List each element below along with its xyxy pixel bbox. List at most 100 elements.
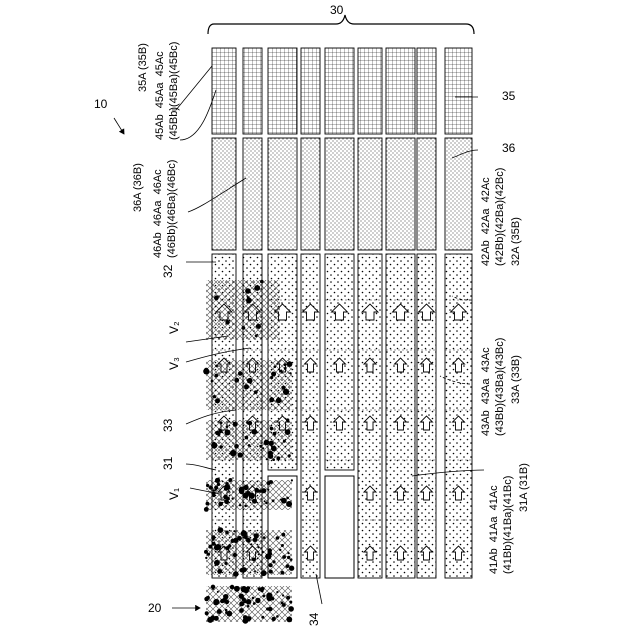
g42-c: 32A (35B) bbox=[510, 217, 522, 266]
particle bbox=[263, 536, 266, 539]
particle bbox=[259, 445, 262, 448]
particle bbox=[281, 571, 285, 575]
particle bbox=[223, 594, 228, 599]
particle bbox=[287, 361, 293, 367]
particle bbox=[283, 440, 286, 443]
particle bbox=[226, 425, 229, 428]
particle bbox=[253, 602, 256, 605]
particle bbox=[217, 569, 222, 574]
particle bbox=[268, 552, 272, 556]
particle bbox=[288, 454, 291, 457]
g41-c: 31A (31B) bbox=[518, 463, 530, 512]
particle bbox=[286, 617, 292, 623]
particle bbox=[238, 452, 243, 457]
g35-b: (45Bb)(45Ba)(45Bc) bbox=[168, 42, 180, 140]
particle bbox=[255, 598, 260, 603]
particle bbox=[282, 533, 286, 537]
particle bbox=[218, 527, 224, 533]
particle bbox=[265, 502, 267, 504]
particle bbox=[214, 601, 218, 605]
particle bbox=[214, 486, 218, 490]
particle bbox=[247, 378, 253, 384]
particle bbox=[269, 563, 273, 567]
particle bbox=[205, 611, 209, 615]
particle bbox=[246, 599, 252, 605]
mid-block-2 bbox=[268, 138, 297, 250]
particle bbox=[281, 544, 284, 547]
particle bbox=[287, 556, 290, 559]
particle bbox=[252, 597, 255, 600]
particle bbox=[253, 537, 258, 542]
particle bbox=[226, 611, 232, 617]
particle bbox=[282, 594, 284, 596]
particle bbox=[211, 442, 217, 448]
particle bbox=[272, 617, 276, 621]
particle bbox=[254, 570, 256, 572]
particle bbox=[258, 587, 262, 591]
top-block-1 bbox=[243, 48, 262, 134]
particle bbox=[282, 555, 286, 559]
particle bbox=[208, 545, 212, 549]
particle bbox=[246, 421, 249, 424]
particle bbox=[283, 389, 289, 395]
label-v3: V₃ bbox=[168, 357, 180, 370]
particle bbox=[276, 398, 282, 404]
ref-zone1: 31 bbox=[162, 457, 174, 470]
particle bbox=[239, 489, 244, 494]
particle bbox=[260, 280, 264, 284]
particle bbox=[254, 390, 258, 394]
particle bbox=[217, 433, 220, 436]
g41-a: 41Ab 41Aa 41Ac bbox=[488, 485, 500, 574]
particle bbox=[245, 436, 249, 440]
particle bbox=[282, 603, 286, 607]
leader-line bbox=[316, 574, 322, 604]
ref-mid-region: 36 bbox=[502, 142, 515, 154]
particle bbox=[242, 597, 246, 601]
particle bbox=[215, 365, 218, 368]
particle bbox=[233, 571, 239, 577]
particle bbox=[290, 558, 293, 561]
particle bbox=[266, 607, 269, 610]
particle bbox=[206, 484, 209, 487]
particle bbox=[288, 606, 294, 612]
particle bbox=[224, 547, 226, 549]
particle bbox=[290, 372, 292, 374]
particle bbox=[213, 395, 216, 398]
particle bbox=[217, 591, 219, 593]
particle bbox=[271, 372, 276, 377]
particle bbox=[211, 380, 214, 383]
particle bbox=[204, 550, 208, 554]
particle bbox=[252, 499, 257, 504]
particle bbox=[272, 458, 275, 461]
particle bbox=[214, 560, 220, 566]
particle bbox=[262, 447, 264, 449]
top-block-7 bbox=[417, 48, 436, 134]
g42-b: (42Bb)(42Ba)(42Bc) bbox=[494, 168, 506, 266]
particle bbox=[239, 608, 244, 613]
top-block-5 bbox=[358, 48, 382, 134]
particle bbox=[258, 553, 260, 555]
g42-a: 42Ab 42Aa 42Ac bbox=[480, 177, 492, 266]
particle bbox=[232, 497, 234, 499]
particle bbox=[286, 418, 289, 421]
g43-b: (43Bb)(43Ba)(43Bc) bbox=[494, 338, 506, 436]
particle bbox=[286, 596, 290, 600]
particle bbox=[254, 488, 259, 493]
top-block-3 bbox=[301, 48, 320, 134]
particle bbox=[276, 591, 278, 593]
particle bbox=[272, 499, 275, 502]
particle bbox=[246, 587, 250, 591]
particle bbox=[286, 564, 290, 568]
particle bbox=[287, 552, 289, 554]
particle bbox=[206, 502, 210, 506]
particle bbox=[214, 616, 219, 621]
particle bbox=[224, 562, 227, 565]
g43-c: 33A (33B) bbox=[510, 355, 522, 404]
particle bbox=[271, 446, 277, 452]
particle bbox=[250, 543, 252, 545]
particle bbox=[247, 491, 251, 495]
particle bbox=[264, 500, 266, 502]
particle bbox=[262, 595, 265, 598]
inlet-block-4 bbox=[325, 476, 354, 578]
particle bbox=[215, 478, 220, 483]
